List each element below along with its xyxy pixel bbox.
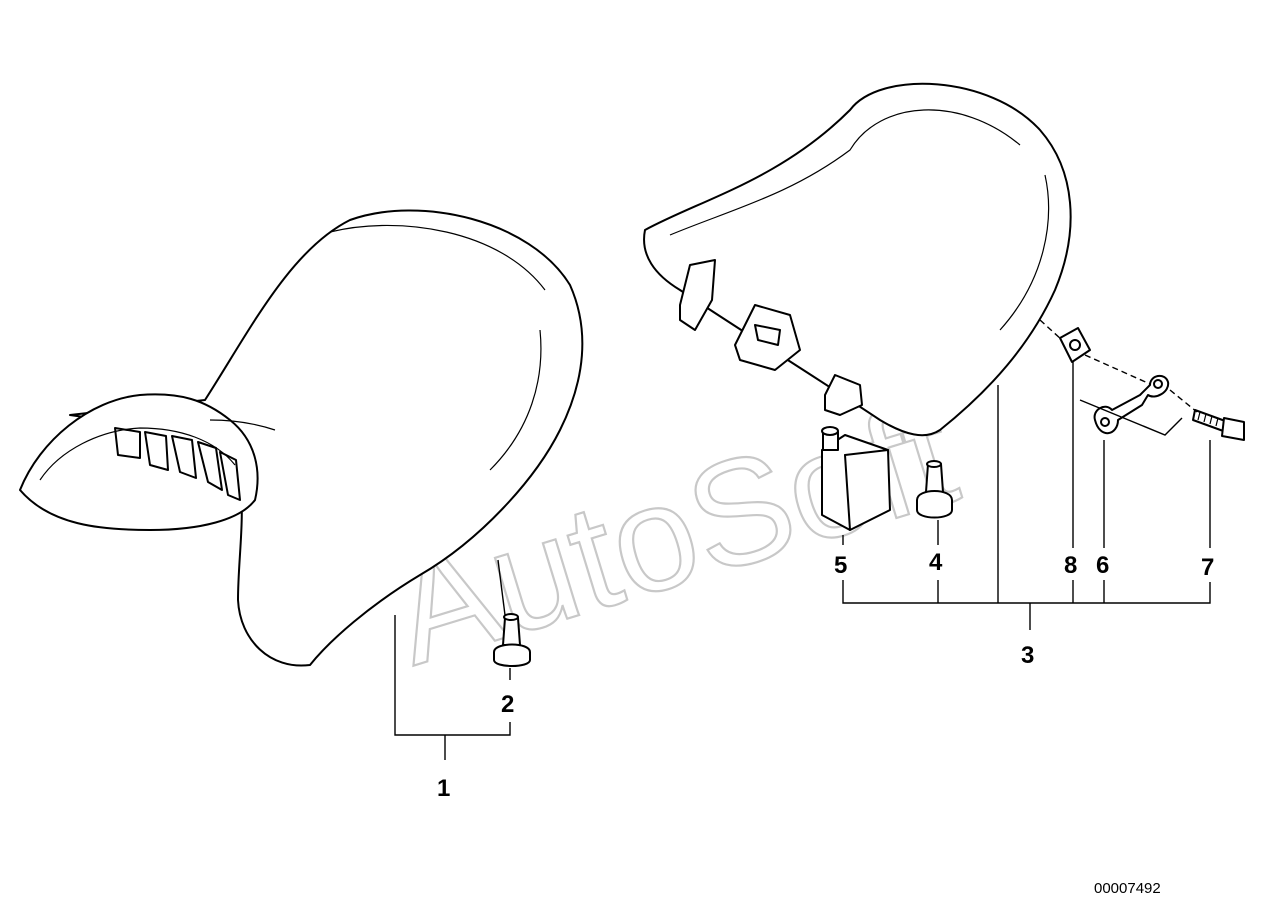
callout-1: 1 [437,775,450,802]
rubber-buffer-part-4 [916,460,953,519]
rider-seat [19,209,584,667]
callout-8: 8 [1064,552,1077,579]
callout-3: 3 [1021,642,1034,669]
seat-underside-ribs [114,427,241,501]
rubber-buffer-part-2 [493,613,531,667]
callout-6: 6 [1096,552,1109,579]
callout-4: 4 [929,549,943,576]
callout-2: 2 [501,691,514,718]
leader-lines [394,362,1211,760]
bracket-part-6 [1093,374,1170,435]
callout-5: 5 [834,552,847,579]
tool-case-part-5 [821,426,891,531]
pillion-seat [643,82,1072,437]
assembly-bracket-line [1079,399,1183,436]
drawing-number: 00007492 [1094,880,1161,897]
pillion-seat-brackets [679,259,863,416]
assembly-guide-line [1039,319,1198,413]
nut-part-8 [1059,327,1091,363]
callout-7: 7 [1201,554,1214,581]
bolt-part-7 [1192,409,1245,441]
